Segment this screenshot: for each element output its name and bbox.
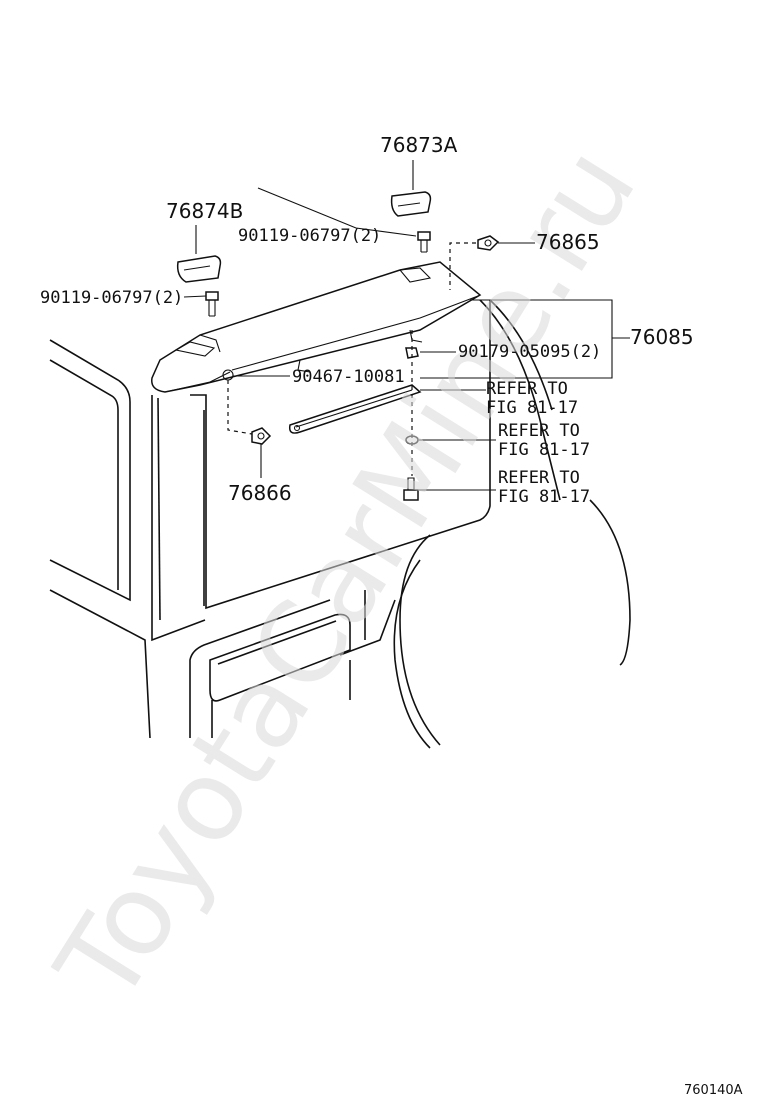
label-76874B: 76874B (166, 199, 243, 223)
label-76866: 76866 (228, 481, 292, 505)
label-refer-2-line-1: REFER TO (498, 421, 580, 441)
label-90467: 90467-10081 (292, 367, 405, 387)
watermark-text: ToyotaCarMine.ru (32, 126, 661, 1025)
label-nut-90179: 90179-05095(2) (458, 342, 601, 362)
label-bolt-90119-right: 90119-06797(2) (238, 226, 381, 246)
label-bolt-90119-left: 90119-06797(2) (40, 288, 183, 308)
label-refer-3-line-2: FIG 81-17 (498, 487, 590, 507)
label-76085: 76085 (630, 325, 694, 349)
vehicle-body-outline (49, 299, 631, 749)
label-refer-2-line-2: FIG 81-17 (498, 440, 590, 460)
part-labels: 76873A 76874B 90119-06797(2) 90119-06797… (40, 133, 743, 1098)
small-parts (176, 191, 500, 501)
label-refer-3-line-1: REFER TO (498, 468, 580, 488)
label-refer-1-line-1: REFER TO (486, 379, 568, 399)
rear-spoiler (151, 261, 482, 434)
label-76865: 76865 (536, 230, 600, 254)
label-76873A: 76873A (380, 133, 458, 157)
label-refer-1-line-2: FIG 81-17 (486, 398, 578, 418)
diagram-code: 760140A (684, 1083, 743, 1098)
leader-lines (183, 160, 630, 491)
